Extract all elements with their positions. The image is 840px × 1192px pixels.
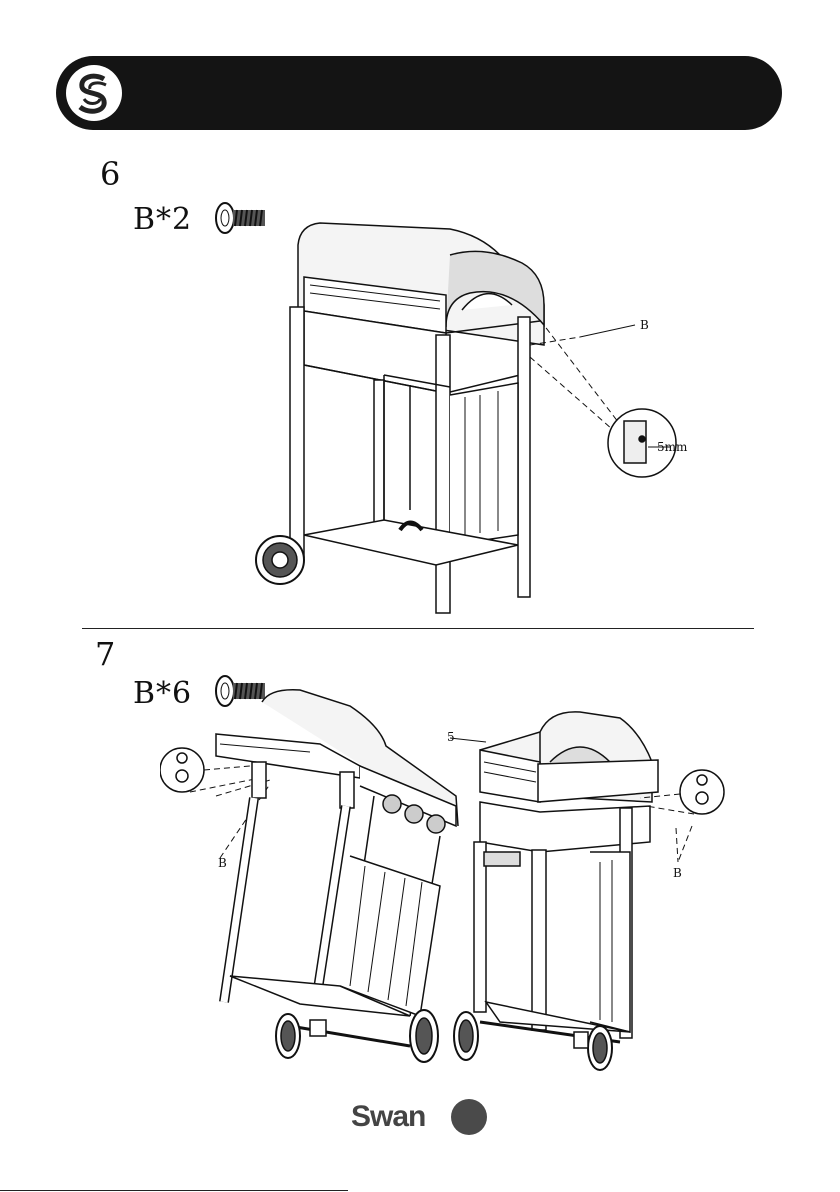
step-7-left-diagram	[160, 686, 460, 1076]
step-divider	[82, 628, 754, 629]
swan-s-logo-icon	[66, 65, 122, 121]
step-7-right-diagram	[440, 702, 730, 1076]
step-6-quantity: B*2	[133, 202, 192, 237]
step-7-number: 7	[95, 635, 115, 673]
step-6-measurement-callout: 5mm	[657, 440, 687, 454]
page-number-dot	[451, 1099, 487, 1135]
step-6-number: 6	[100, 155, 120, 193]
step-6-diagram	[250, 215, 720, 620]
step-7-part-callout: 5	[447, 730, 455, 744]
step-7-right-screw-callout: B	[673, 866, 682, 880]
step-6-screw-callout: B	[640, 318, 649, 332]
header-bar	[56, 56, 782, 130]
bottom-rule	[0, 1190, 348, 1191]
swan-brand-logo: Swan	[351, 1100, 425, 1134]
step-7-left-screw-callout: B	[218, 856, 227, 870]
